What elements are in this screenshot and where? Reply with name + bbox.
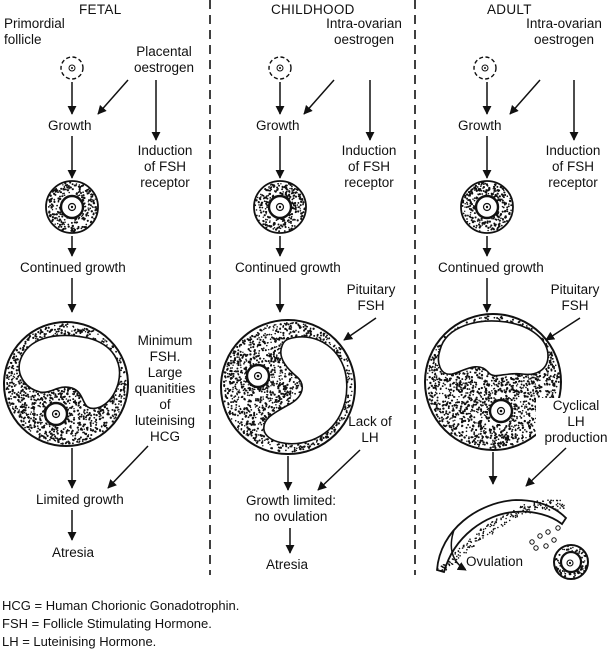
childhood-growth-label: Growth: [256, 118, 300, 133]
childhood-outcome-label: Atresia: [266, 557, 309, 572]
adult-antral-follicle: [424, 313, 562, 451]
legend-hcg: HCG = Human Chorionic Gonadotrophin.: [2, 598, 240, 613]
fetal-outcome-label: Atresia: [52, 545, 95, 560]
adult-growing-follicle: [460, 180, 514, 234]
fetal-growing-follicle: [45, 180, 99, 234]
fetal-arrow-oestrogen-to-growth: [97, 79, 129, 115]
released-ovum: [553, 544, 589, 580]
ovulating-follicle: [436, 499, 568, 574]
adult-primordial-follicle: [473, 56, 497, 80]
fetal-antral-follicle: [3, 321, 129, 447]
adult-arrow-pituitary-to-antral: [545, 317, 581, 341]
fetal-growth-label: Growth: [48, 118, 92, 133]
fetal-arrow-stimulus-to-limited: [107, 445, 149, 489]
legend-lh: LH = Luteinising Hormone.: [2, 634, 157, 649]
adult-arrow-cyclical-to-ovulation: [525, 447, 567, 487]
childhood-continued-label: Continued growth: [235, 260, 341, 275]
header-adult: ADULT: [487, 2, 532, 17]
childhood-arrow-oestrogen-to-growth: [303, 79, 335, 115]
adult-arrow-ovulation-release: [450, 529, 467, 571]
abbreviation-legend: HCG = Human Chorionic Gonadotrophin. FSH…: [2, 597, 239, 651]
adult-arrow-oestrogen-to-growth: [509, 79, 541, 115]
childhood-arrow-lack-to-result: [317, 449, 361, 491]
adult-continued-label: Continued growth: [438, 260, 544, 275]
header-fetal: FETAL: [79, 2, 122, 17]
fetal-primordial-follicle: [60, 56, 84, 80]
fetal-continued-label: Continued growth: [20, 260, 126, 275]
childhood-result-label: Growth limited:no ovulation: [245, 493, 337, 524]
childhood-antral-follicle: [220, 319, 356, 455]
header-childhood: CHILDHOOD: [271, 2, 355, 17]
childhood-growing-follicle: [253, 180, 307, 234]
adult-outcome-label: Ovulation: [466, 554, 524, 570]
adult-growth-label: Growth: [458, 118, 502, 133]
legend-fsh: FSH = Follicle Stimulating Hormone.: [2, 616, 212, 631]
fetal-result-label: Limited growth: [36, 492, 124, 507]
childhood-primordial-follicle: [268, 56, 292, 80]
childhood-arrow-pituitary-to-antral: [343, 317, 377, 341]
